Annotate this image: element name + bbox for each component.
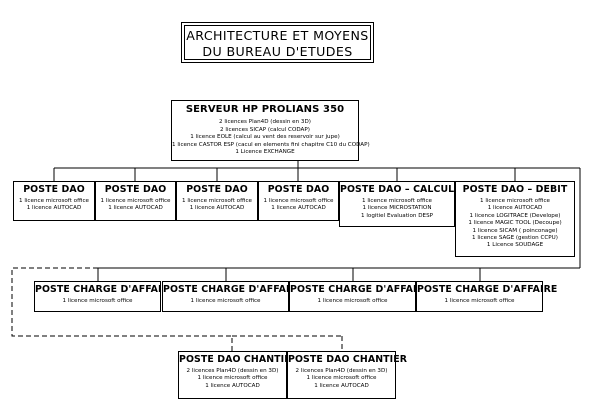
dao-post-box-2: POSTE DAO 1 licence microsoft office 1 l…: [95, 181, 176, 221]
title-line-1: ARCHITECTURE ET MOYENS: [186, 28, 369, 43]
charge-post-title: POSTE CHARGE D'AFFAIRE: [35, 284, 176, 295]
dao-calcul-box: POSTE DAO – CALCUL 1 licence microsoft o…: [339, 181, 455, 227]
dao-calcul-line: 1 logitiel Evaluation DESP: [361, 212, 433, 219]
remote-link-dashed: [11, 267, 233, 351]
charge-post-box-3: POSTE CHARGE D'AFFAIRE 1 licence microso…: [289, 281, 431, 312]
charge-post-line: 1 licence microsoft office: [190, 298, 261, 304]
dao-post-line: 1 licence AUTOCAD: [189, 205, 245, 212]
dao-post-line: 1 licence microsoft office: [181, 198, 252, 204]
dao-debit-line: 1 licence microsoft office: [479, 198, 550, 204]
server-line: 1 licence EOLE (calcul au vent des reser…: [190, 134, 340, 141]
dao-post-box-3: POSTE DAO 1 licence microsoft office 1 l…: [176, 181, 258, 221]
dao-post-title: POSTE DAO: [104, 184, 167, 195]
dao-debit-line: 1 licence AUTOCAD: [487, 205, 543, 212]
chantier-post-line: 1 licence AUTOCAD: [205, 382, 260, 389]
dao-post-line: 1 licence AUTOCAD: [108, 205, 163, 212]
charge-post-line: 1 licence microsoft office: [62, 298, 133, 304]
server-title: SERVEUR HP PROLIANS 350: [185, 104, 345, 115]
dao-debit-line: 1 licence SAGE (gestion CCPU): [472, 235, 558, 242]
dao-calcul-line: 1 licence microsoft office: [361, 198, 432, 204]
title-line-2: DU BUREAU D'ETUDES: [202, 44, 353, 59]
dao-debit-line: 1 licence MAGIC TOOL (Decoupe): [468, 220, 562, 227]
server-line: 2 licences SICAP (calcul CODAP): [220, 126, 310, 133]
charge-post-box-1: POSTE CHARGE D'AFFAIRE 1 licence microso…: [34, 281, 176, 312]
chantier-post-line: 2 licences Plan4D (dessin en 3D): [186, 368, 279, 374]
charge-post-title: POSTE CHARGE D'AFFAIRE: [417, 284, 558, 295]
server-line: 1 Licence EXCHANGE: [235, 149, 295, 156]
dao-debit-line: 1 licence LOGITRACE (Develope): [469, 212, 561, 219]
dao-post-line: 1 licence AUTOCAD: [271, 205, 326, 212]
server-box: SERVEUR HP PROLIANS 350 2 licences Plan4…: [171, 100, 370, 161]
chantier-post-box-1: POSTE DAO CHANTIER 2 licences Plan4D (de…: [178, 351, 299, 399]
dao-post-box-4: POSTE DAO 1 licence microsoft office 1 l…: [258, 181, 339, 221]
dao-calcul-line: 1 licence MICROSTATION: [362, 205, 432, 212]
charge-post-box-4: POSTE CHARGE D'AFFAIRE 1 licence microso…: [416, 281, 558, 312]
dao-post-box-1: POSTE DAO 1 licence microsoft office 1 l…: [13, 181, 95, 221]
dao-debit-box: POSTE DAO – DEBIT 1 licence microsoft of…: [455, 181, 575, 257]
charge-post-line: 1 licence microsoft office: [317, 298, 388, 304]
dao-debit-line: 1 licence SICAM ( poinconage): [472, 227, 558, 234]
chantier-post-title: POSTE DAO CHANTIER: [179, 354, 299, 365]
chantier-post-box-2: POSTE DAO CHANTIER 2 licences Plan4D (de…: [287, 351, 408, 399]
server-line: 2 licences Plan4D (dessin en 3D): [219, 119, 311, 125]
chantier-post-line: 1 licence microsoft office: [197, 375, 268, 382]
diagram-title: ARCHITECTURE ET MOYENS DU BUREAU D'ETUDE…: [181, 22, 374, 63]
charge-post-title: POSTE CHARGE D'AFFAIRE: [163, 284, 304, 295]
charge-post-box-2: POSTE CHARGE D'AFFAIRE 1 licence microso…: [162, 281, 304, 312]
dao-post-line: 1 licence microsoft office: [100, 198, 171, 204]
dao-post-line: 1 licence microsoft office: [263, 198, 334, 204]
chantier-post-line: 1 licence microsoft office: [306, 375, 377, 382]
dao-post-line: 1 licence microsoft office: [18, 198, 89, 204]
dao-post-title: POSTE DAO: [186, 184, 248, 195]
chantier-post-line: 1 licence AUTOCAD: [314, 382, 369, 389]
dao-post-title: POSTE DAO: [267, 184, 330, 195]
chantier-post-line: 2 licences Plan4D (dessin en 3D): [295, 368, 388, 374]
server-line: 1 licence CASTOR ESP (cacul en elements …: [172, 141, 370, 148]
dao-post-title: POSTE DAO: [23, 184, 85, 195]
dao-post-line: 1 licence AUTOCAD: [26, 205, 82, 212]
charge-post-line: 1 licence microsoft office: [444, 298, 515, 304]
charge-post-title: POSTE CHARGE D'AFFAIRE: [290, 284, 431, 295]
dao-debit-line: 1 Licence SOUDAGE: [486, 242, 544, 249]
dao-calcul-title: POSTE DAO – CALCUL: [340, 184, 455, 195]
dao-debit-title: POSTE DAO – DEBIT: [462, 184, 568, 195]
chantier-post-title: POSTE DAO CHANTIER: [288, 354, 408, 365]
